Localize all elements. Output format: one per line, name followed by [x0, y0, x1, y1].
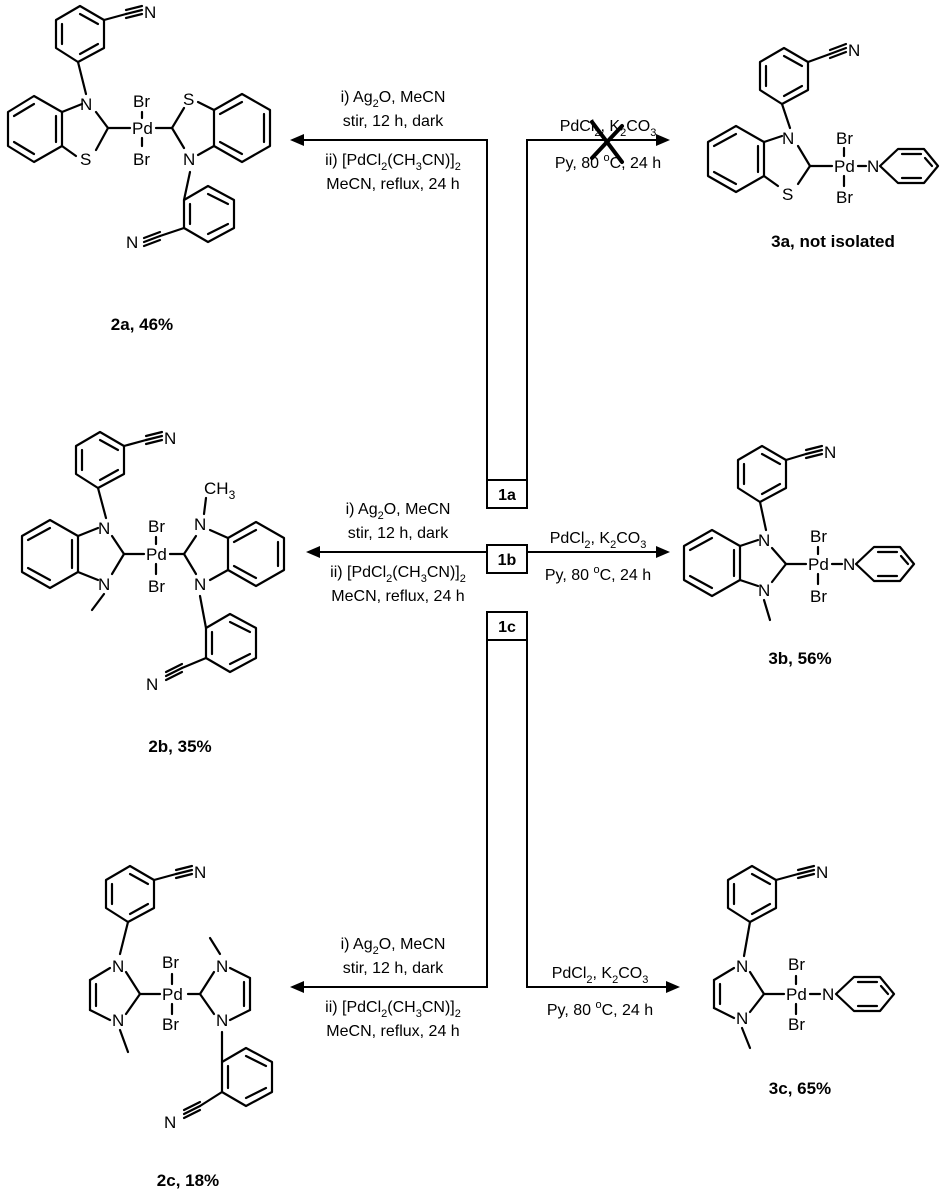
svg-text:Br: Br	[162, 953, 179, 972]
compound-3b-structure: N N Pd Br Br N N	[682, 443, 916, 622]
svg-text:Br: Br	[836, 188, 853, 207]
svg-text:N: N	[782, 129, 794, 148]
compound-2c-structure: N N Pd Br Br N N N	[88, 863, 274, 1132]
svg-text:N: N	[736, 957, 748, 976]
svg-text:Br: Br	[788, 1015, 805, 1034]
arrowhead-3a	[656, 134, 670, 146]
start-label-1c: 1c	[498, 619, 516, 636]
svg-text:N: N	[112, 957, 124, 976]
conditions-left-a: i) Ag2O, MeCN stir, 12 h, dark ii) [PdCl…	[325, 89, 461, 193]
svg-text:MeCN, reflux, 24 h: MeCN, reflux, 24 h	[331, 588, 464, 605]
svg-text:i) Ag2O, MeCN: i) Ag2O, MeCN	[346, 501, 451, 522]
svg-text:N: N	[758, 581, 770, 600]
svg-text:N: N	[843, 555, 855, 574]
start-label-1b: 1b	[498, 552, 517, 569]
svg-text:i) Ag2O, MeCN: i) Ag2O, MeCN	[341, 936, 446, 957]
svg-text:N: N	[816, 863, 828, 882]
svg-text:N: N	[194, 515, 206, 534]
svg-text:stir, 12 h, dark: stir, 12 h, dark	[343, 960, 444, 977]
conditions-left-b: i) Ag2O, MeCN stir, 12 h, dark ii) [PdCl…	[330, 501, 466, 605]
svg-text:ii) [PdCl2(CH3CN)]2: ii) [PdCl2(CH3CN)]2	[325, 152, 461, 173]
label-3c: 3c, 65%	[769, 1079, 831, 1098]
svg-text:N: N	[194, 863, 206, 882]
svg-text:N: N	[112, 1011, 124, 1030]
svg-text:N: N	[98, 575, 110, 594]
conditions-right-b: PdCl2, K2CO3 Py, 80 oC, 24 h	[545, 530, 651, 584]
svg-text:S: S	[80, 150, 91, 169]
svg-text:N: N	[216, 1011, 228, 1030]
conditions-right-c: PdCl2, K2CO3 Py, 80 oC, 24 h	[547, 965, 653, 1019]
svg-text:PdCl2, K2CO3: PdCl2, K2CO3	[550, 530, 647, 551]
compound-2b-structure: N N Pd Br Br N N CH3 N	[20, 429, 286, 694]
conditions-right-a: PdCl2, K2CO3 Py, 80 oC, 24 h	[555, 118, 661, 172]
svg-text:ii) [PdCl2(CH3CN)]2: ii) [PdCl2(CH3CN)]2	[325, 999, 461, 1020]
svg-text:Py, 80 oC, 24 h: Py, 80 oC, 24 h	[547, 999, 653, 1019]
arrow-1c-to-2c	[302, 640, 488, 988]
svg-text:N: N	[824, 443, 836, 462]
svg-text:N: N	[848, 41, 860, 60]
svg-text:Py, 80 oC, 24 h: Py, 80 oC, 24 h	[545, 564, 651, 584]
svg-text:Br: Br	[148, 517, 165, 536]
svg-text:N: N	[194, 575, 206, 594]
compound-3c-structure: N N Pd Br Br N N	[712, 863, 896, 1050]
svg-text:S: S	[782, 185, 793, 204]
start-box-1b	[486, 544, 528, 574]
svg-text:N: N	[183, 150, 195, 169]
svg-text:S: S	[183, 90, 194, 109]
svg-text:N: N	[144, 3, 156, 22]
svg-text:Br: Br	[788, 955, 805, 974]
svg-text:Br: Br	[133, 92, 150, 111]
arrowhead-2a	[290, 134, 304, 146]
arrow-1c-to-3c	[526, 640, 668, 988]
label-3b: 3b, 56%	[768, 649, 831, 668]
svg-text:Pd: Pd	[786, 985, 807, 1004]
conditions-left-c: i) Ag2O, MeCN stir, 12 h, dark ii) [PdCl…	[325, 936, 461, 1040]
svg-text:N: N	[146, 675, 158, 694]
svg-text:PdCl2, K2CO3: PdCl2, K2CO3	[560, 118, 657, 139]
svg-text:Pd: Pd	[834, 157, 855, 176]
svg-text:Py, 80 oC, 24 h: Py, 80 oC, 24 h	[555, 152, 661, 172]
compound-3a-structure: N S Pd Br Br N N	[706, 41, 940, 207]
svg-text:N: N	[822, 985, 834, 1004]
svg-text:Pd: Pd	[132, 119, 153, 138]
svg-text:Br: Br	[148, 577, 165, 596]
svg-text:Br: Br	[162, 1015, 179, 1034]
svg-text:Br: Br	[133, 150, 150, 169]
svg-text:MeCN, reflux, 24 h: MeCN, reflux, 24 h	[326, 1023, 459, 1040]
svg-text:N: N	[758, 531, 770, 550]
label-2c: 2c, 18%	[157, 1171, 219, 1190]
svg-text:N: N	[80, 95, 92, 114]
svg-text:N: N	[164, 1113, 176, 1132]
arrow-1a-to-3a	[526, 139, 660, 480]
svg-text:PdCl2, K2CO3: PdCl2, K2CO3	[552, 965, 649, 986]
svg-text:ii) [PdCl2(CH3CN)]2: ii) [PdCl2(CH3CN)]2	[330, 564, 466, 585]
label-2b: 2b, 35%	[148, 737, 211, 756]
svg-text:Pd: Pd	[146, 545, 167, 564]
start-box-1a	[486, 479, 528, 509]
svg-text:N: N	[216, 957, 228, 976]
svg-text:CH3: CH3	[204, 479, 236, 502]
label-2a: 2a, 46%	[111, 315, 173, 334]
svg-text:Br: Br	[810, 527, 827, 546]
start-box-1c	[486, 611, 528, 641]
svg-text:N: N	[164, 429, 176, 448]
svg-text:stir, 12 h, dark: stir, 12 h, dark	[343, 113, 444, 130]
svg-text:stir, 12 h, dark: stir, 12 h, dark	[348, 525, 449, 542]
svg-text:N: N	[867, 157, 879, 176]
svg-text:Br: Br	[836, 129, 853, 148]
arrow-1a-to-2a	[300, 139, 488, 480]
svg-text:i) Ag2O, MeCN: i) Ag2O, MeCN	[341, 89, 446, 110]
svg-text:Pd: Pd	[808, 555, 829, 574]
svg-text:MeCN, reflux, 24 h: MeCN, reflux, 24 h	[326, 176, 459, 193]
start-label-1a: 1a	[498, 487, 516, 504]
label-3a: 3a, not isolated	[771, 232, 895, 251]
svg-text:N: N	[736, 1009, 748, 1028]
svg-text:N: N	[98, 519, 110, 538]
svg-text:Pd: Pd	[162, 985, 183, 1004]
compound-2a-structure: N S Pd Br Br S N N	[6, 3, 272, 252]
svg-text:Br: Br	[810, 587, 827, 606]
svg-text:N: N	[126, 233, 138, 252]
